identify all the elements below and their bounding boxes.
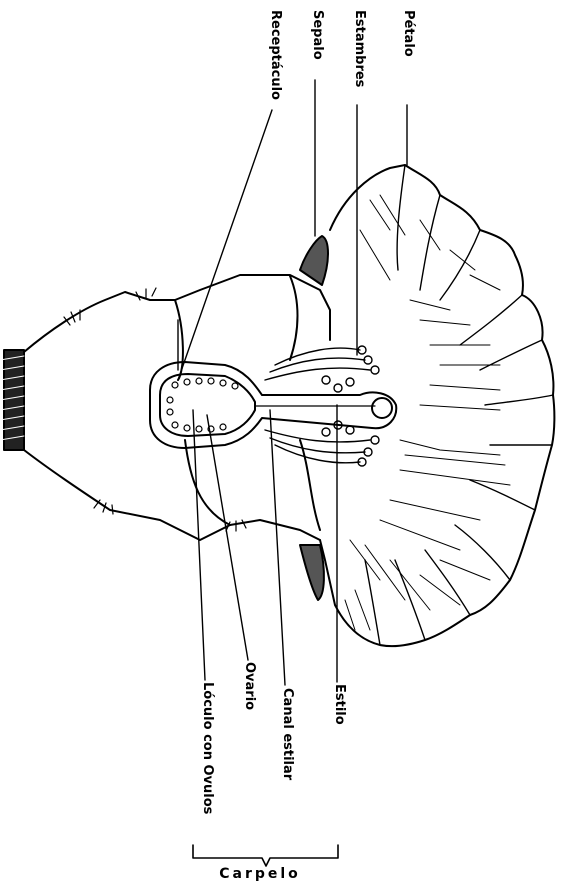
label-receptaculo: Receptáculo — [269, 10, 282, 100]
label-estilo: Estilo — [333, 684, 346, 725]
label-ovario: Ovario — [243, 662, 256, 710]
petal-streaks — [345, 195, 510, 630]
label-loculo: Lóculo con Ovulos — [201, 682, 214, 814]
stigma — [372, 398, 392, 418]
leader-lines — [178, 80, 407, 685]
label-estambres: Estambres — [353, 10, 366, 87]
label-carpelo: Carpelo — [210, 866, 310, 882]
sepal-lower — [300, 545, 324, 600]
receptacle-outline — [24, 275, 330, 540]
receptacle-hairs — [64, 288, 246, 531]
carpelo-bracket — [193, 845, 338, 866]
petal-folds — [365, 165, 553, 645]
sepal-upper — [300, 236, 328, 285]
ovary-inner — [160, 374, 255, 436]
label-canal-estilar: Canal estilar — [281, 688, 294, 780]
label-petalo: Pétalo — [402, 10, 415, 57]
stalk — [0, 350, 24, 450]
ovules — [167, 378, 238, 432]
label-sepalo: Sepalo — [311, 10, 324, 60]
